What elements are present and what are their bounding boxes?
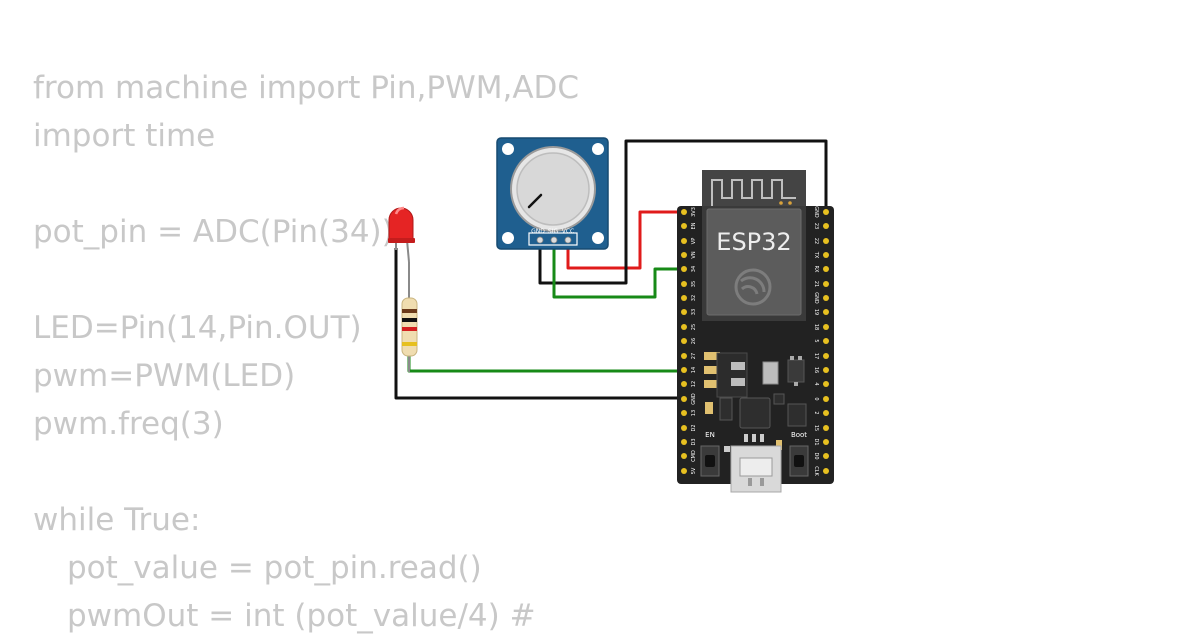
pin-label: 17	[813, 353, 819, 359]
pin-label: 16	[813, 367, 819, 373]
resistor[interactable]	[401, 262, 418, 372]
pin-label: 32	[691, 295, 697, 301]
knob-indicator	[527, 193, 543, 209]
mounting-hole	[502, 143, 514, 155]
esp32-devkit[interactable]: ESP32 3V3 EN	[677, 170, 834, 493]
code-line: while True:	[33, 502, 201, 538]
wire-pot-sig-to-34[interactable]	[552, 244, 684, 299]
pin-label: 27	[691, 353, 697, 359]
code-line: from machine import Pin,PWM,ADC	[33, 70, 580, 106]
micro-usb-port[interactable]	[730, 445, 782, 493]
pin-label: D1	[813, 438, 819, 445]
pin-label: 5	[813, 339, 819, 342]
pot-pin	[550, 236, 558, 244]
right-pin-header	[823, 209, 829, 474]
code-line: pwm.freq(3)	[33, 406, 224, 442]
pin-label: D0	[813, 452, 819, 459]
pot-pin-label: SIG	[548, 228, 559, 235]
en-button[interactable]	[700, 445, 720, 477]
pin-label: 33	[691, 309, 697, 315]
wire-pot-vcc-to-3v3[interactable]	[566, 210, 684, 270]
esp32-label: ESP32	[716, 228, 791, 256]
pin-label: 23	[813, 223, 819, 229]
pin-label: GND	[813, 206, 819, 218]
usb-uart-chip	[705, 393, 807, 452]
pin-label: 15	[813, 425, 819, 431]
pin-label: 25	[691, 324, 697, 330]
pin-label: 26	[691, 338, 697, 344]
en-button-label: EN	[705, 431, 715, 439]
code-listing: from machine import Pin,PWM,ADC import t…	[33, 64, 579, 640]
pin-label: EN	[691, 222, 697, 229]
left-pin-header	[681, 209, 687, 474]
pin-label: 34	[691, 266, 697, 272]
pin-label: CMD	[691, 450, 697, 462]
pin-label: D3	[691, 438, 697, 445]
potentiometer-knob[interactable]	[516, 152, 590, 226]
pin-label: VN	[691, 251, 697, 258]
boot-button[interactable]	[789, 445, 809, 477]
pin-label: VP	[691, 238, 697, 244]
pin-label: 0	[813, 397, 819, 400]
boot-button-label: Boot	[791, 431, 807, 439]
resistor-band	[402, 309, 417, 313]
code-line: import time	[33, 118, 216, 154]
code-line: pot_value = pot_pin.read()	[67, 550, 482, 586]
pin-label: 35	[691, 281, 697, 287]
pin-label: 19	[813, 309, 819, 315]
pin-label: 21	[813, 281, 819, 287]
espressif-logo-icon	[734, 268, 772, 306]
pin-label: 18	[813, 324, 819, 330]
code-line: pwmOut = int (pot_value/4) #	[67, 598, 536, 634]
mounting-hole	[592, 232, 604, 244]
antenna-trace	[711, 179, 796, 206]
pot-pin-label: GND	[531, 228, 545, 235]
resistor-band	[402, 318, 417, 322]
pin-label: GND	[813, 292, 819, 304]
code-line: pot_pin = ADC(Pin(34))	[33, 214, 394, 250]
potentiometer[interactable]: GND SIG VCC	[496, 137, 609, 250]
pin-label: D2	[691, 424, 697, 431]
pin-label: 3V3	[691, 207, 697, 217]
left-pin-labels: 3V3 EN VP VN 34 35 32 33 25 26 27 14 12 …	[691, 207, 697, 474]
voltage-regulator	[704, 352, 805, 398]
wire-pot-gnd-to-gnd[interactable]	[538, 139, 828, 285]
led[interactable]	[388, 206, 415, 263]
mounting-hole	[592, 143, 604, 155]
pin-label: 13	[691, 410, 697, 416]
resistor-band	[402, 342, 417, 346]
pin-label: 4	[813, 382, 819, 385]
right-pin-labels: GND 23 22 TX RX 21 GND 19 18 5 17 16 4 0…	[813, 206, 819, 476]
mounting-hole	[502, 232, 514, 244]
pin-label: GND	[691, 393, 697, 405]
pin-label: 22	[813, 238, 819, 244]
wire-led-to-gnd[interactable]	[394, 248, 684, 400]
pin-label: 14	[691, 367, 697, 373]
code-line: pwm=PWM(LED)	[33, 358, 296, 394]
code-line: LED=Pin(14,Pin.OUT)	[33, 310, 362, 346]
wire-led-to-14[interactable]	[407, 355, 684, 373]
pot-pin	[564, 236, 572, 244]
pin-label: 12	[691, 381, 697, 387]
pin-label: RX	[813, 266, 819, 273]
pin-label: 5V	[691, 467, 697, 474]
pot-pin	[536, 236, 544, 244]
resistor-band	[402, 327, 417, 331]
pin-label: TX	[813, 251, 819, 259]
pin-label: CLK	[813, 466, 819, 476]
pin-label: 2	[813, 411, 819, 414]
pot-pin-label: VCC	[562, 228, 574, 235]
